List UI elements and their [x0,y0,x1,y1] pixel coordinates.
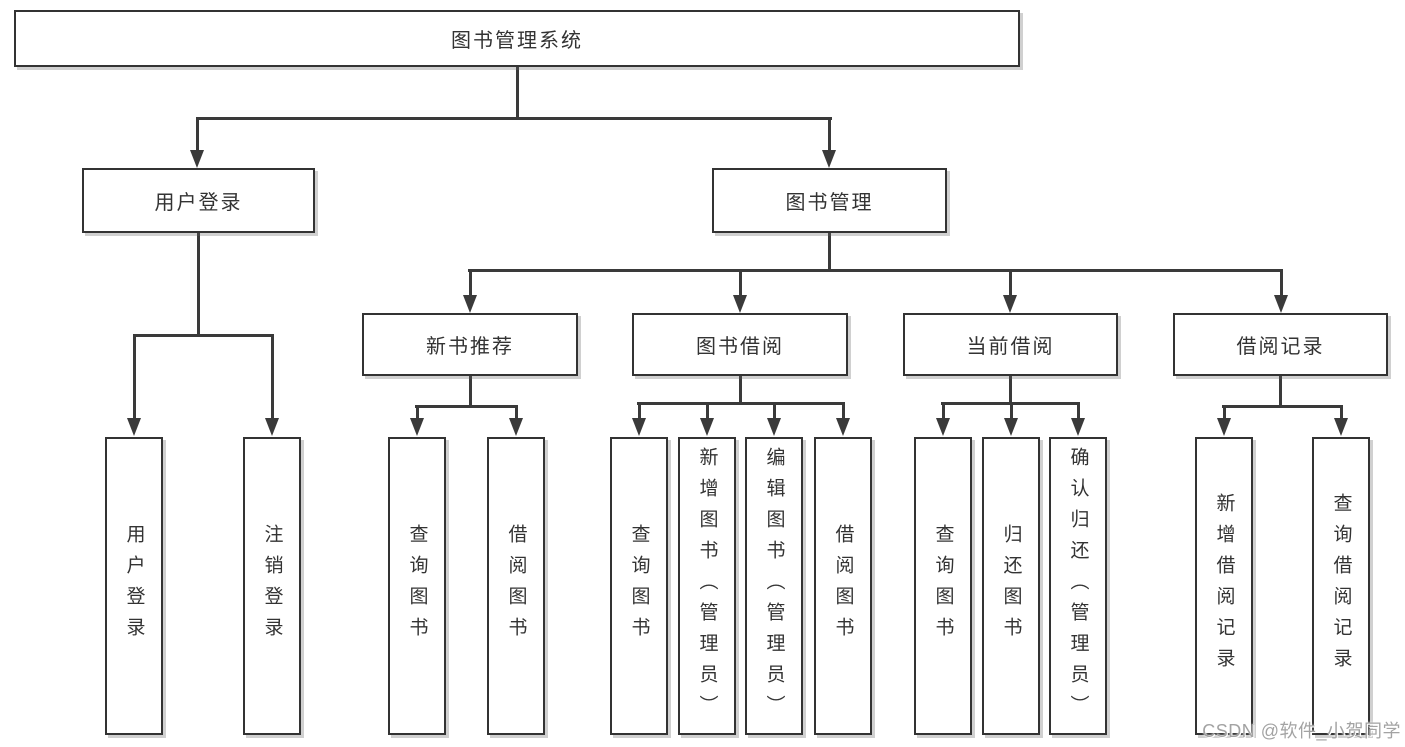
arrow-down-icon [1003,295,1017,313]
node-label: 借阅图书 [505,524,527,648]
arrow-down-icon [1334,418,1348,436]
leaf-confirm-return-admin: 确认归还（管理员） [1049,437,1107,735]
arrow-down-icon [509,418,523,436]
leaf-add-books-admin: 新增图书（管理员） [678,437,736,735]
connector-mgmt-drop-3 [1009,269,1012,297]
arrow-down-icon [836,418,850,436]
node-label: 用户登录 [123,524,145,648]
leaf-query-books-current: 查询图书 [914,437,972,735]
node-current-borrow: 当前借阅 [903,313,1118,376]
node-label: 图书管理系统 [451,30,583,52]
node-label: 编辑图书（管理员） [763,446,785,726]
arrow-down-icon [700,418,714,436]
node-label: 图书借阅 [696,336,784,358]
arrow-down-icon [1071,418,1085,436]
node-library-management-system: 图书管理系统 [14,10,1020,67]
leaf-return-books: 归还图书 [982,437,1040,735]
connector-borrow-bar [637,402,845,405]
arrow-down-icon [1217,418,1231,436]
leaf-user-login: 用户登录 [105,437,163,735]
node-label: 归还图书 [1000,524,1022,648]
leaf-edit-books-admin: 编辑图书（管理员） [745,437,803,735]
node-label: 查询借阅记录 [1330,493,1352,679]
connector-recommend-drop-1 [416,405,419,420]
connector-root-drop-left [196,117,199,152]
leaf-query-borrow-record: 查询借阅记录 [1312,437,1370,735]
connector-current-drop-1 [942,402,945,420]
arrow-down-icon [733,295,747,313]
node-label: 注销登录 [261,524,283,648]
connector-borrow-stem [739,375,742,405]
connector-root-drop-right [828,117,831,152]
arrow-down-icon [265,418,279,436]
arrow-down-icon [410,418,424,436]
node-label: 查询图书 [932,524,954,648]
connector-current-drop-2 [1010,402,1013,420]
connector-login-bar [133,334,274,337]
connector-root-bar [196,117,832,120]
connector-borrow-drop-4 [842,402,845,420]
connector-borrow-drop-3 [773,402,776,420]
leaf-query-books-recommend: 查询图书 [388,437,446,735]
connector-recommend-bar [415,405,518,408]
connector-mgmt-bar [468,269,1282,272]
node-new-book-recommend: 新书推荐 [362,313,578,376]
node-book-management: 图书管理 [712,168,947,233]
arrow-down-icon [463,295,477,313]
connector-recommend-drop-2 [515,405,518,420]
node-user-login: 用户登录 [82,168,315,233]
leaf-query-books-borrow: 查询图书 [610,437,668,735]
arrow-down-icon [1274,295,1288,313]
node-label: 当前借阅 [966,336,1055,358]
connector-root-stem [516,66,519,119]
arrow-down-icon [822,150,836,168]
connector-login-stem [197,232,200,337]
connector-current-drop-3 [1077,402,1080,420]
node-label: 借阅图书 [832,524,854,648]
node-label: 确认归还（管理员） [1067,446,1089,726]
leaf-borrow-books-recommend: 借阅图书 [487,437,545,735]
node-label: 用户登录 [154,192,243,214]
leaf-logout: 注销登录 [243,437,301,735]
node-label: 新书推荐 [426,336,514,358]
connector-borrow-drop-1 [638,402,641,420]
arrow-down-icon [190,150,204,168]
arrow-down-icon [1004,418,1018,436]
arrow-down-icon [127,418,141,436]
connector-records-bar [1222,405,1343,408]
connector-recommend-stem [469,375,472,408]
node-label: 查询图书 [406,524,428,648]
connector-login-drop-1 [133,334,136,420]
connector-mgmt-drop-4 [1280,269,1283,297]
connector-records-drop-1 [1223,405,1226,420]
connector-records-stem [1279,375,1282,408]
arrow-down-icon [936,418,950,436]
connector-current-stem [1009,375,1012,405]
node-label: 借阅记录 [1236,336,1325,358]
node-book-borrow: 图书借阅 [632,313,848,376]
connector-mgmt-stem [828,232,831,272]
node-label: 图书管理 [785,192,874,214]
connector-login-drop-2 [271,334,274,420]
watermark: CSDN @软件_小贺同学 [1202,721,1401,741]
node-label: 新增借阅记录 [1213,493,1235,679]
connector-mgmt-drop-1 [469,269,472,297]
connector-records-drop-2 [1340,405,1343,420]
connector-mgmt-drop-2 [739,269,742,297]
arrow-down-icon [632,418,646,436]
leaf-borrow-books: 借阅图书 [814,437,872,735]
arrow-down-icon [767,418,781,436]
node-label: 查询图书 [628,524,650,648]
node-label: 新增图书（管理员） [696,446,718,726]
connector-borrow-drop-2 [706,402,709,420]
node-borrow-records: 借阅记录 [1173,313,1388,376]
leaf-add-borrow-record: 新增借阅记录 [1195,437,1253,735]
